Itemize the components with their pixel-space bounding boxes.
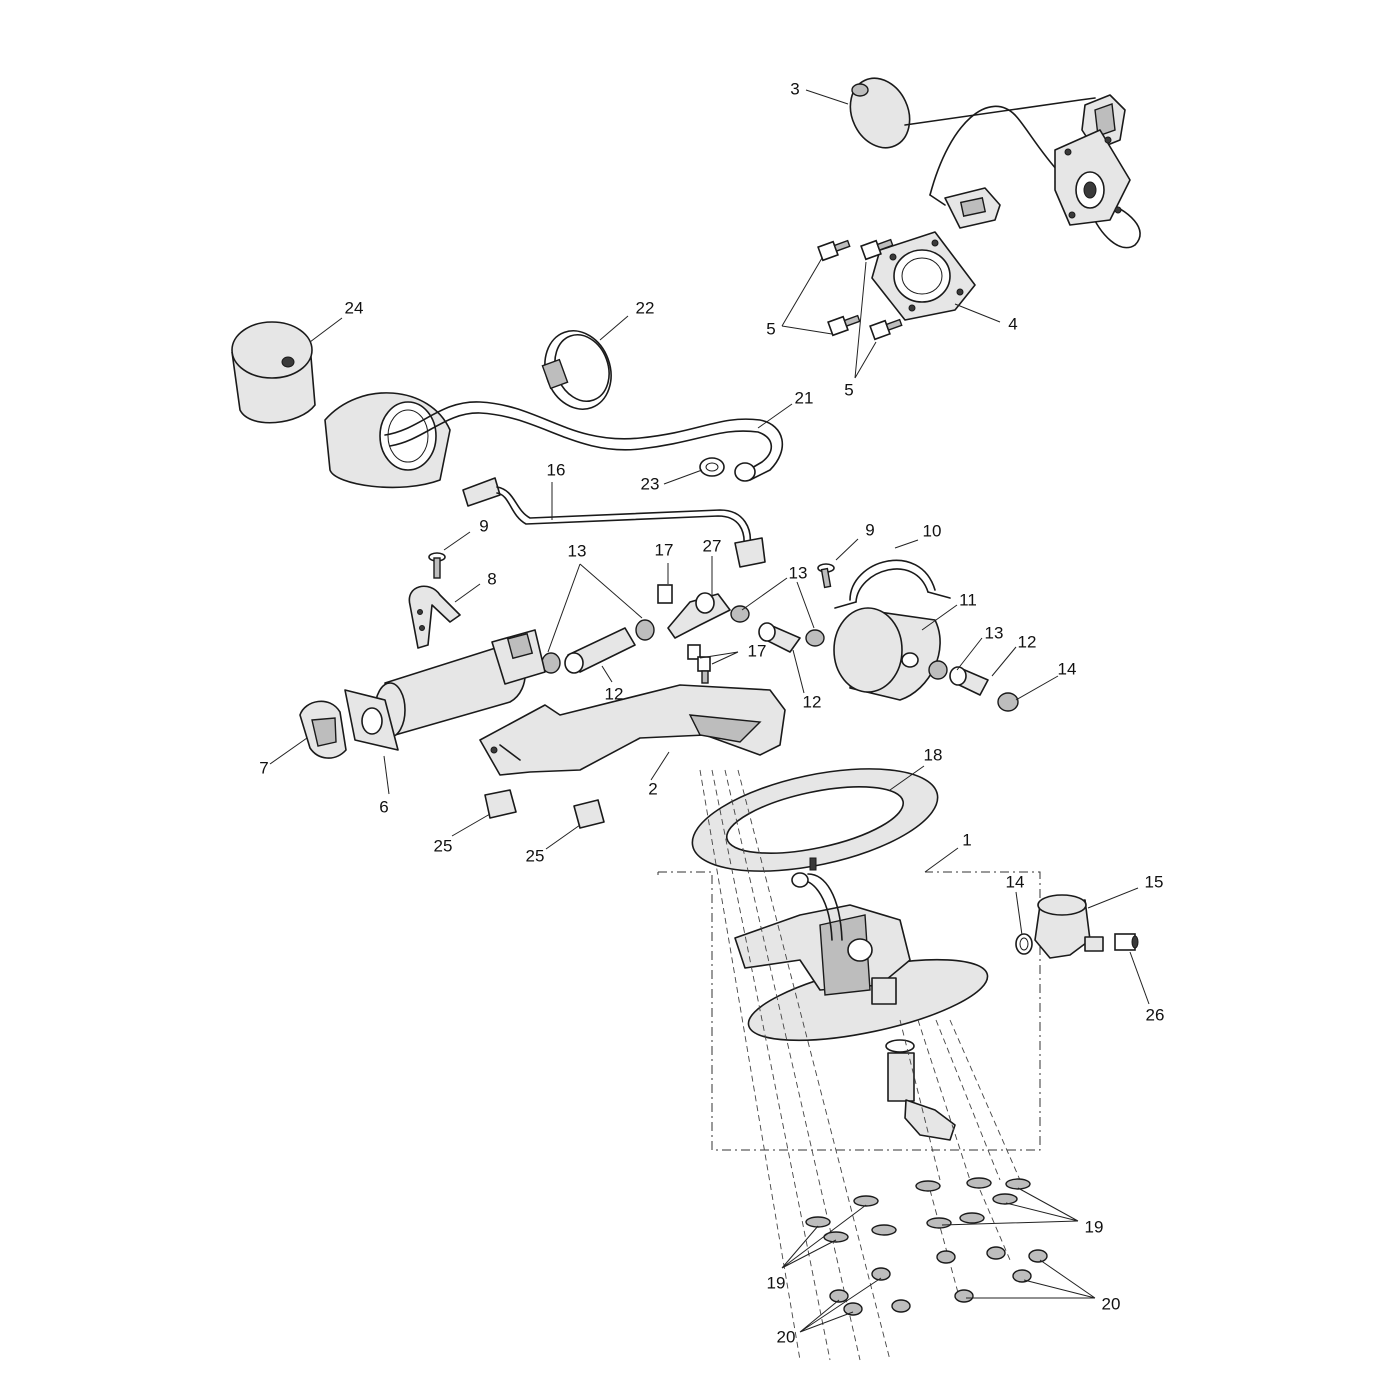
callout-22: 22 — [636, 298, 655, 317]
part-washers — [805, 1177, 1031, 1243]
callout-19: 19 — [767, 1273, 786, 1292]
callout-10: 10 — [923, 521, 942, 540]
part-pump-seat — [344, 689, 399, 751]
callout-20: 20 — [1102, 1294, 1121, 1313]
callout-6: 6 — [379, 797, 388, 816]
callout-13: 14 — [1058, 659, 1077, 678]
part-hose-sections — [564, 622, 989, 696]
callout-23: 23 — [641, 474, 660, 493]
part-screws-small — [657, 584, 711, 684]
callout-5: 5 — [844, 380, 853, 399]
part-fuel-filter — [833, 607, 941, 701]
callout-24: 24 — [345, 298, 364, 317]
callout-12: 12 — [1018, 632, 1037, 651]
callout-17: 17 — [655, 540, 674, 559]
part-screws — [817, 238, 903, 341]
callout-27: 27 — [703, 536, 722, 555]
part-hose-clips — [541, 605, 1019, 712]
part-screw-left — [428, 552, 446, 579]
part-nuts — [829, 1246, 1048, 1316]
callout-13: 13 — [568, 541, 587, 560]
part-bolt — [1114, 933, 1139, 951]
part-pump-retainer — [299, 700, 347, 759]
callout-7: 7 — [259, 758, 268, 777]
callout-11: 11 — [959, 590, 977, 609]
leader-lines — [269, 89, 1150, 1333]
part-screw-right — [817, 563, 835, 589]
callout-13: 13 — [789, 563, 808, 582]
part-gasket — [871, 231, 976, 321]
callout-12: 12 — [803, 692, 822, 711]
part-oring — [1015, 933, 1033, 955]
callout-20: 20 — [777, 1327, 796, 1346]
callout-19: 19 — [1085, 1217, 1104, 1236]
part-mounting-bracket — [479, 684, 786, 776]
part-hose-clip-small — [699, 457, 725, 477]
callout-14: 14 — [1006, 872, 1025, 891]
callout-1: 1 — [962, 830, 971, 849]
callout-26: 26 — [1146, 1005, 1165, 1024]
part-bracket-clamp — [408, 585, 461, 649]
part-connector-fitting — [667, 592, 731, 639]
callout-2: 2 — [648, 779, 657, 798]
callout-9: 9 — [479, 516, 488, 535]
callout-25: 25 — [434, 836, 453, 855]
callout-4: 4 — [1008, 314, 1017, 333]
part-pressure-regulator — [1034, 894, 1104, 959]
part-fuel-pump — [374, 629, 546, 738]
part-pickup-hose — [324, 392, 784, 489]
callout-13: 13 — [985, 623, 1004, 642]
callout-9: 9 — [865, 520, 874, 539]
part-wiring-harness — [462, 477, 766, 568]
callout-labels: 3 4 5 5 24 22 21 23 16 9 8 13 17 27 13 9… — [259, 79, 1164, 1346]
part-clips — [484, 789, 605, 829]
callout-5: 5 — [766, 319, 775, 338]
callout-16: 16 — [547, 460, 566, 479]
part-hose-clip-large — [541, 330, 612, 410]
callout-21: 21 — [795, 388, 814, 407]
callout-3: 3 — [790, 79, 799, 98]
part-filter-strap — [834, 559, 951, 609]
callout-17: 17 — [748, 641, 767, 660]
part-flange-gasket — [691, 768, 939, 872]
part-fuel-level-sender — [849, 77, 1141, 249]
part-pump-module-assembly — [657, 871, 1041, 1151]
projection-lines — [699, 769, 1021, 1361]
callout-12: 12 — [605, 684, 624, 703]
callout-15: 15 — [1145, 872, 1164, 891]
part-cap — [231, 321, 316, 424]
callout-8: 8 — [487, 569, 496, 588]
callout-18: 18 — [924, 745, 943, 764]
callout-25: 25 — [526, 846, 545, 865]
